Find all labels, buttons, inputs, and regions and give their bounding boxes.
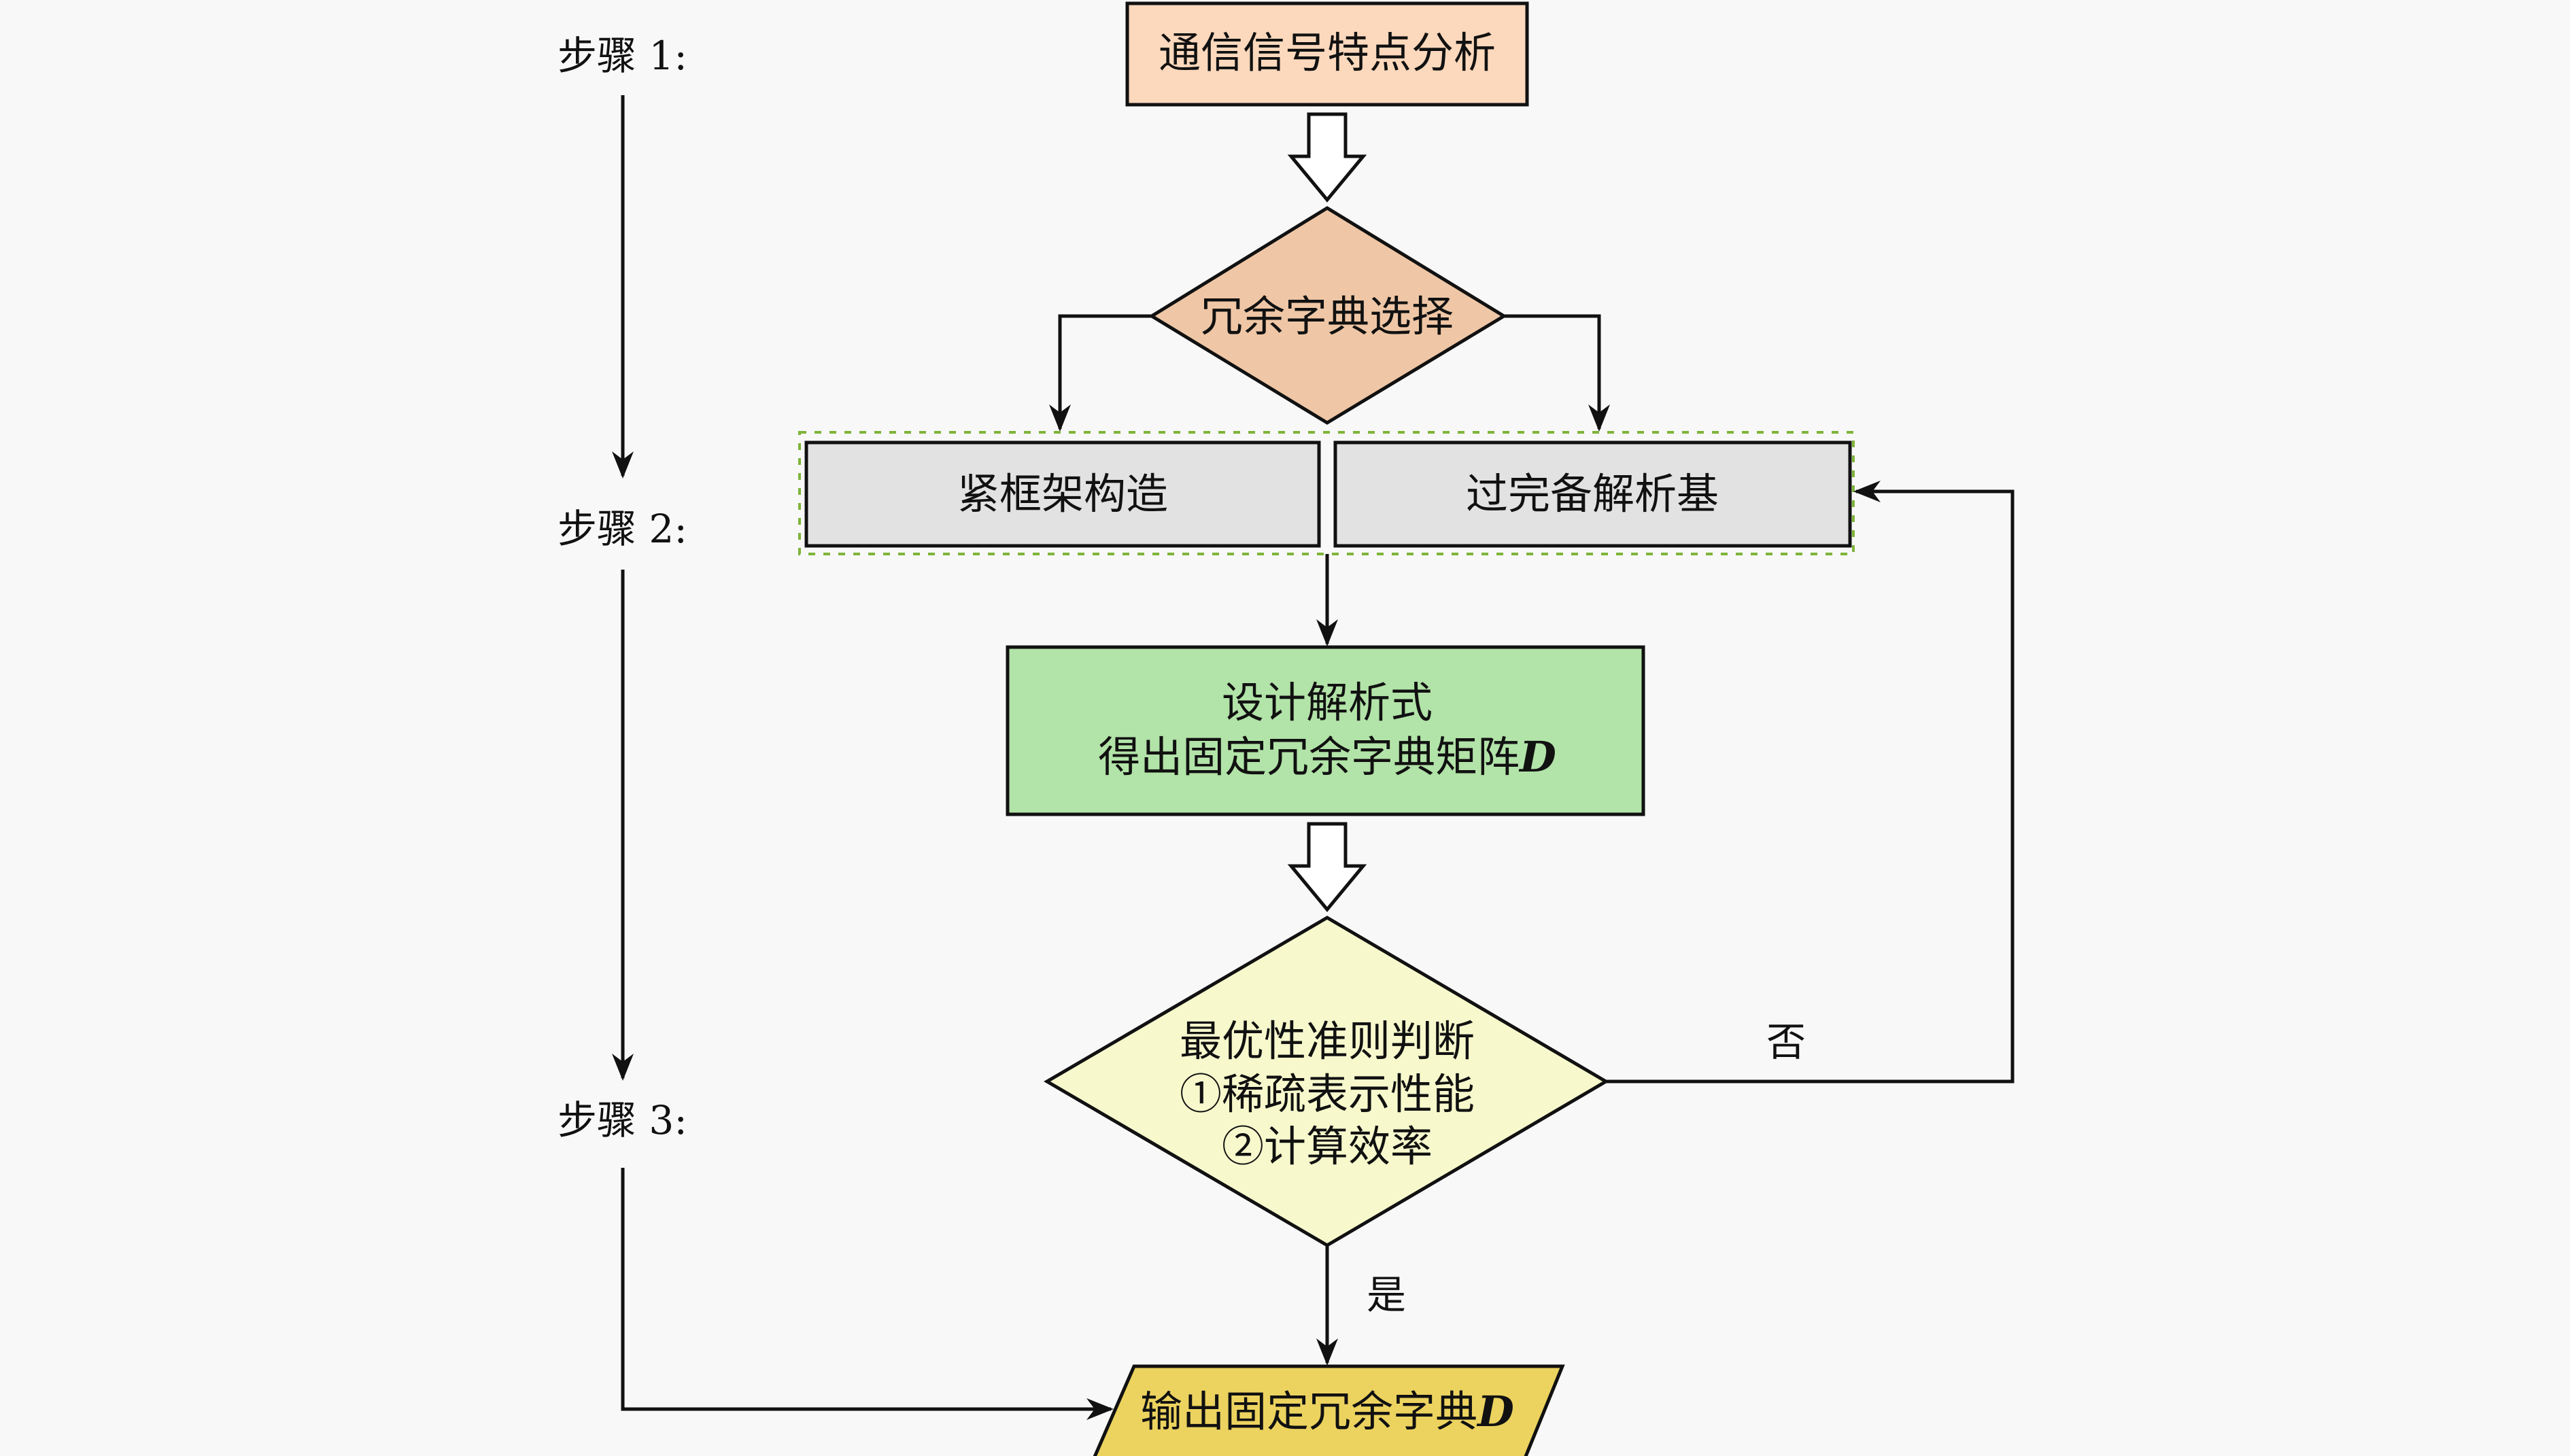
step-arrow-3-output: [621, 1168, 1114, 1420]
no-loop-arrow: [1606, 481, 2015, 1084]
design-line2-text: 得出固定冗余字典矩阵: [1098, 732, 1520, 782]
hollow-arrow-icon: [1287, 822, 1367, 912]
step-2-label: 步骤 2:: [558, 506, 687, 552]
step-1-label: 步骤 1:: [558, 33, 687, 79]
output-parallelogram: [1093, 1364, 1565, 1456]
design-text-line1: 设计解析式: [1222, 678, 1433, 727]
tight-frame-text: 紧框架构造: [957, 469, 1168, 519]
start-node[interactable]: 通信信号特点分析: [1125, 1, 1529, 107]
overcomplete-box: [1333, 440, 1852, 548]
overcomplete-text: 过完备解析基: [1466, 469, 1719, 519]
no-label: 否: [1766, 1019, 1806, 1065]
criterion-text-line3: ②计算效率: [1222, 1122, 1433, 1171]
yes-label: 是: [1367, 1272, 1406, 1318]
dict-select-text: 冗余字典选择: [1201, 292, 1454, 341]
output-matrix-symbol: D: [1476, 1387, 1514, 1436]
tight-frame-node[interactable]: 紧框架构造: [804, 440, 1321, 548]
output-node[interactable]: 输出固定冗余字典D: [1093, 1364, 1565, 1456]
matrix-symbol: D: [1518, 732, 1556, 782]
output-label: 输出固定冗余字典: [1140, 1387, 1477, 1436]
dict-select-diamond: [1148, 206, 1507, 425]
hollow-arrow-icon: [1287, 112, 1367, 203]
tight-frame-box: [804, 440, 1321, 548]
criterion-text-line1: 最优性准则判断: [1180, 1016, 1475, 1066]
design-box: [1006, 645, 1645, 816]
step-3-label: 步骤 3:: [558, 1097, 687, 1143]
branch-arrow-right: [1504, 314, 1610, 432]
dict-select-node[interactable]: 冗余字典选择: [1148, 206, 1507, 425]
start-text: 通信信号特点分析: [1159, 28, 1496, 77]
criterion-text-line2: ①稀疏表示性能: [1180, 1069, 1475, 1119]
design-text-line2: 得出固定冗余字典矩阵D: [1098, 732, 1556, 782]
start-box: [1125, 1, 1529, 107]
criterion-node[interactable]: 最优性准则判断 ①稀疏表示性能 ②计算效率: [1044, 916, 1609, 1247]
output-text: 输出固定冗余字典D: [1140, 1387, 1514, 1436]
overcomplete-node[interactable]: 过完备解析基: [1333, 440, 1852, 548]
options-group: [798, 431, 1855, 555]
design-node[interactable]: 设计解析式 得出固定冗余字典矩阵D: [1006, 645, 1645, 816]
branch-arrow-left: [1049, 314, 1152, 432]
